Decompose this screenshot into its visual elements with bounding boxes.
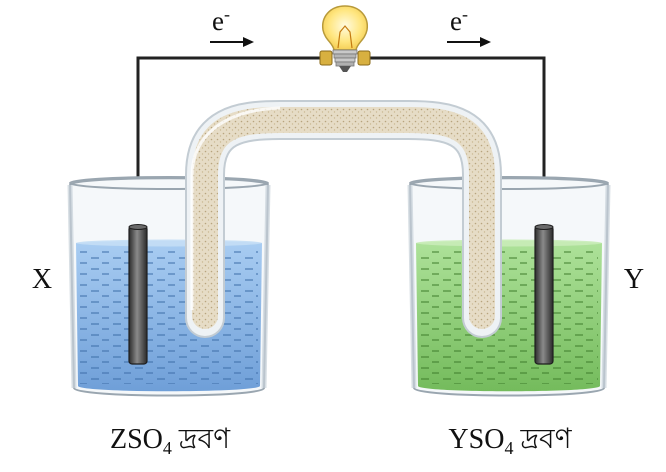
solution-word-left: দ্রবণ	[172, 424, 231, 455]
solution-label-right: YSO4 দ্রবণ	[448, 424, 572, 458]
light-bulb-icon	[319, 5, 371, 72]
left-beaker	[67, 176, 271, 397]
electron-charge-right: -	[462, 4, 468, 24]
solution-label-left: ZSO4 দ্রবণ	[110, 424, 231, 458]
arrow-right-icon	[210, 37, 254, 47]
solution-formula-right: YSO	[448, 424, 504, 455]
electron-charge-left: -	[224, 4, 230, 24]
right-beaker	[407, 176, 611, 397]
left-electrode	[128, 224, 148, 365]
external-circuit-wire	[136, 56, 546, 228]
electron-flow-right: e-	[447, 4, 491, 47]
electrode-label-y: Y	[624, 264, 644, 295]
solution-word-right: দ্রবণ	[513, 424, 572, 455]
svg-text:e-: e-	[212, 4, 230, 36]
solution-formula-left: ZSO	[110, 424, 163, 455]
electron-flow-left: e-	[210, 4, 254, 47]
electrode-label-x: X	[32, 264, 52, 295]
solution-subscript-left: 4	[163, 438, 172, 458]
arrow-right-icon	[447, 37, 491, 47]
electron-symbol-left: e	[212, 6, 224, 36]
salt-bridge	[185, 100, 502, 338]
electron-symbol-right: e	[450, 6, 462, 36]
svg-text:e-: e-	[450, 4, 468, 36]
solution-subscript-right: 4	[504, 438, 513, 458]
right-electrode	[534, 224, 554, 365]
